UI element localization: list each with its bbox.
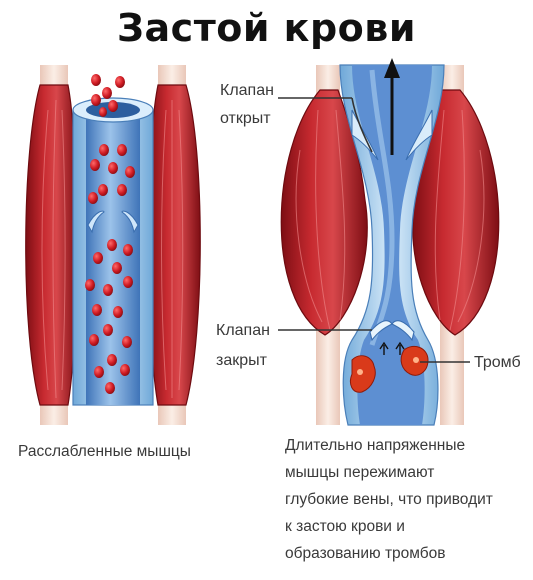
- right-caption-line: к застою крови и: [285, 518, 405, 535]
- thrombus-shape: [349, 345, 429, 393]
- thrombus-label: Тромб: [474, 354, 521, 371]
- label-leaders: [278, 97, 470, 363]
- right-caption-line: Длительно напряженные: [285, 437, 466, 454]
- right-caption: Длительно напряженные мышцы пережимают г…: [285, 432, 493, 567]
- right-caption-line: мышцы пережимают: [285, 464, 435, 481]
- valve-open-label-line2: открыт: [220, 110, 271, 127]
- left-muscle-left: [25, 65, 78, 425]
- valve-open-label-line1: Клапан: [220, 82, 274, 99]
- diagram-title: Застой крови: [117, 6, 416, 50]
- right-caption-line: глубокие вены, что приводит: [285, 491, 493, 508]
- left-muscle-right: [147, 65, 201, 425]
- right-muscle-left: [280, 65, 368, 425]
- blood-cells-left: [85, 74, 135, 394]
- right-vein: [339, 58, 445, 426]
- left-caption: Расслабленные мышцы: [18, 443, 191, 460]
- right-caption-line: образованию тромбов: [285, 545, 446, 562]
- right-muscle-right: [412, 65, 500, 425]
- valve-closed-label-line2: закрыт: [216, 352, 267, 369]
- valve-closed-label-line1: Клапан: [216, 322, 270, 339]
